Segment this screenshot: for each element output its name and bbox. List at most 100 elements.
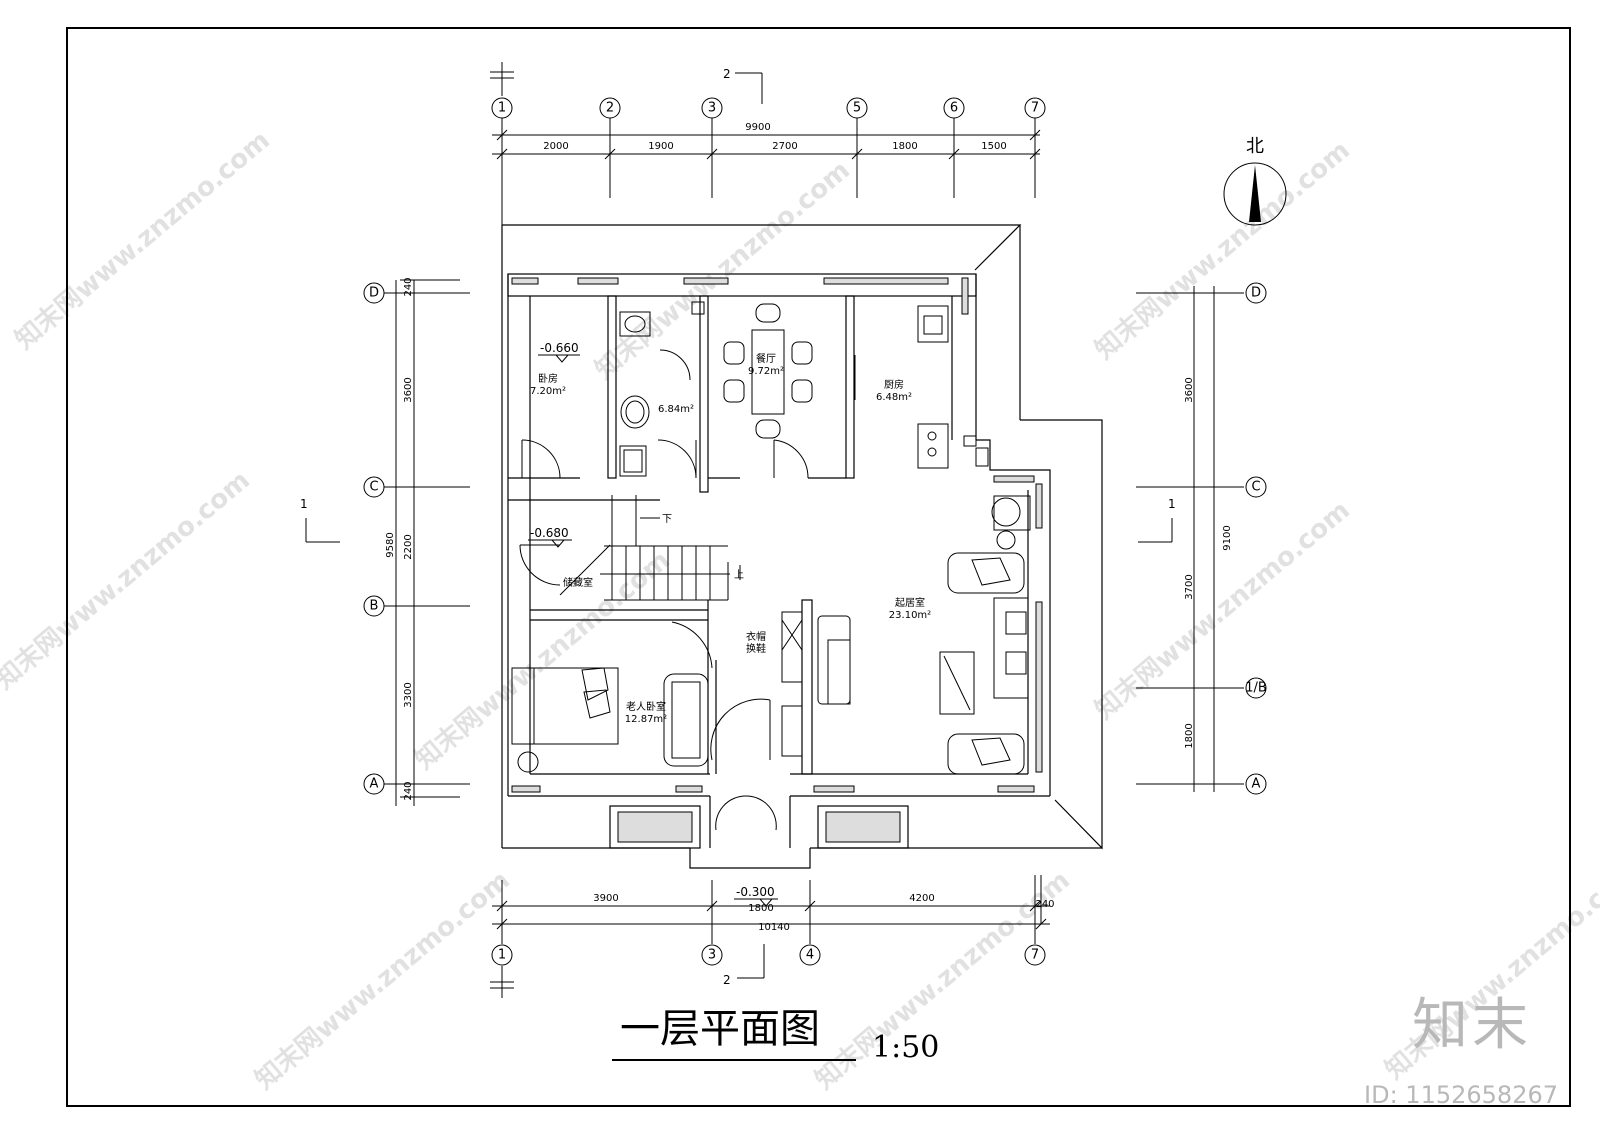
north-arrow bbox=[1223, 162, 1287, 226]
dim-left-seg: 3300 bbox=[403, 682, 414, 707]
room-name-closet: 换鞋 bbox=[746, 642, 766, 655]
grid-bubble-bottom: 3 bbox=[701, 944, 723, 966]
grid-bubble-bottom: 4 bbox=[799, 944, 821, 966]
dim-right-seg: 1800 bbox=[1184, 723, 1195, 748]
room-area-dining: 9.72m² bbox=[748, 366, 784, 377]
dim-right-seg: 3600 bbox=[1184, 377, 1195, 402]
svg-text:1: 1 bbox=[498, 948, 506, 963]
room-name-living: 起居室 bbox=[895, 596, 925, 609]
room-name-kitchen: 厨房 bbox=[884, 378, 904, 391]
dim-top-total: 9900 bbox=[745, 122, 770, 133]
dim-left-seg: 3600 bbox=[403, 377, 414, 402]
title-underline bbox=[612, 1059, 856, 1061]
room-area-living: 23.10m² bbox=[889, 610, 931, 621]
id-label: ID: 1152658267 bbox=[1364, 1081, 1558, 1109]
brand-logo: 知末 bbox=[1412, 993, 1532, 1058]
stair-down-label: 下 bbox=[662, 514, 672, 525]
dim-top-seg: 1800 bbox=[892, 141, 917, 152]
grid-bubble-right: C bbox=[1245, 476, 1267, 498]
dim-bottom-seg: 4200 bbox=[909, 893, 934, 904]
grid-bubble-top: 7 bbox=[1024, 97, 1046, 119]
dim-left-total: 9580 bbox=[385, 532, 396, 557]
room-area-elder-bedroom: 12.87m² bbox=[625, 714, 667, 725]
doors bbox=[519, 349, 809, 831]
right-dimensions bbox=[1136, 286, 1244, 792]
svg-text:2: 2 bbox=[606, 101, 614, 116]
grid-bubble-right: A bbox=[1245, 773, 1267, 795]
bathroom-fixtures bbox=[619, 301, 705, 477]
dim-bottom-seg: 1800 bbox=[748, 903, 773, 914]
grid-bubble-right: D bbox=[1245, 282, 1267, 304]
drawing-title: 一层平面图 bbox=[620, 1006, 820, 1052]
building-walls bbox=[501, 224, 1103, 869]
dim-left-seg: 2200 bbox=[403, 534, 414, 559]
grid-bubble-top: 1 bbox=[491, 97, 513, 119]
drawing-scale: 1:50 bbox=[872, 1030, 940, 1065]
level-mark bbox=[528, 539, 572, 548]
grid-bubble-left: C bbox=[363, 476, 385, 498]
level-mark bbox=[538, 354, 580, 363]
svg-text:6: 6 bbox=[950, 101, 958, 116]
svg-text:A: A bbox=[1252, 777, 1261, 792]
svg-text:D: D bbox=[369, 286, 379, 301]
dim-bottom-seg: 3900 bbox=[593, 893, 618, 904]
svg-text:7: 7 bbox=[1031, 948, 1039, 963]
dim-left-seg: 240 bbox=[403, 277, 414, 296]
section-1-left-label: 1 bbox=[300, 497, 308, 511]
dim-left-seg: 240 bbox=[403, 781, 414, 800]
svg-text:C: C bbox=[369, 480, 378, 495]
svg-text:3: 3 bbox=[708, 101, 716, 116]
staircase bbox=[559, 495, 741, 601]
level-mark-value: -0.680 bbox=[530, 526, 569, 540]
level-mark-value: -0.300 bbox=[736, 885, 775, 899]
drawing-frame bbox=[66, 27, 1571, 1107]
grid-bubble-left: B bbox=[363, 595, 385, 617]
dim-right-total: 9100 bbox=[1222, 525, 1233, 550]
bottom-dimensions bbox=[490, 875, 1050, 998]
grid-bubble-top: 5 bbox=[846, 97, 868, 119]
level-mark-value: -0.660 bbox=[540, 341, 579, 355]
svg-text:C: C bbox=[1251, 480, 1260, 495]
grid-bubble-bottom: 1 bbox=[491, 944, 513, 966]
dim-top-seg: 1900 bbox=[648, 141, 673, 152]
section-1-right-label: 1 bbox=[1168, 497, 1176, 511]
room-name-elder-bedroom: 老人卧室 bbox=[626, 700, 666, 713]
room-area-kitchen: 6.48m² bbox=[876, 392, 912, 403]
section-2-bottom-label: 2 bbox=[723, 973, 731, 987]
dim-bottom-seg: 240 bbox=[1035, 899, 1054, 910]
svg-text:1: 1 bbox=[498, 101, 506, 116]
grid-bubble-bottom: 7 bbox=[1024, 944, 1046, 966]
left-dimensions bbox=[305, 279, 470, 806]
svg-text:A: A bbox=[370, 777, 379, 792]
dim-right-seg: 3700 bbox=[1184, 574, 1195, 599]
room-name-dining: 餐厅 bbox=[756, 352, 776, 365]
room-name-closet: 衣帽 bbox=[746, 630, 766, 643]
kitchen-fixtures bbox=[917, 305, 989, 469]
svg-text:7: 7 bbox=[1031, 101, 1039, 116]
dining-table-set bbox=[723, 303, 856, 439]
top-dimensions bbox=[490, 62, 1041, 225]
svg-text:B: B bbox=[370, 599, 379, 614]
svg-text:D: D bbox=[1251, 286, 1261, 301]
dim-bottom-total: 10140 bbox=[758, 922, 790, 933]
north-label: 北 bbox=[1246, 136, 1264, 157]
grid-bubble-left: D bbox=[363, 282, 385, 304]
grid-bubble-top: 6 bbox=[943, 97, 965, 119]
grid-bubble-top: 2 bbox=[599, 97, 621, 119]
section-2-top-label: 2 bbox=[723, 67, 731, 81]
dim-top-seg: 2700 bbox=[772, 141, 797, 152]
elder-bedroom-furniture bbox=[511, 667, 709, 773]
room-name-storage: 储藏室 bbox=[563, 576, 593, 589]
room-name-bedroom: 卧房 bbox=[538, 372, 558, 385]
room-area-bedroom: 7.20m² bbox=[530, 386, 566, 397]
dim-top-seg: 1500 bbox=[981, 141, 1006, 152]
svg-text:4: 4 bbox=[806, 948, 814, 963]
svg-text:3: 3 bbox=[708, 948, 716, 963]
grid-bubble-top: 3 bbox=[701, 97, 723, 119]
svg-text:5: 5 bbox=[853, 101, 861, 116]
windows bbox=[511, 277, 1043, 843]
stair-up-label: 上 bbox=[734, 569, 744, 581]
dim-top-seg: 2000 bbox=[543, 141, 568, 152]
svg-text:1/B: 1/B bbox=[1245, 681, 1267, 696]
